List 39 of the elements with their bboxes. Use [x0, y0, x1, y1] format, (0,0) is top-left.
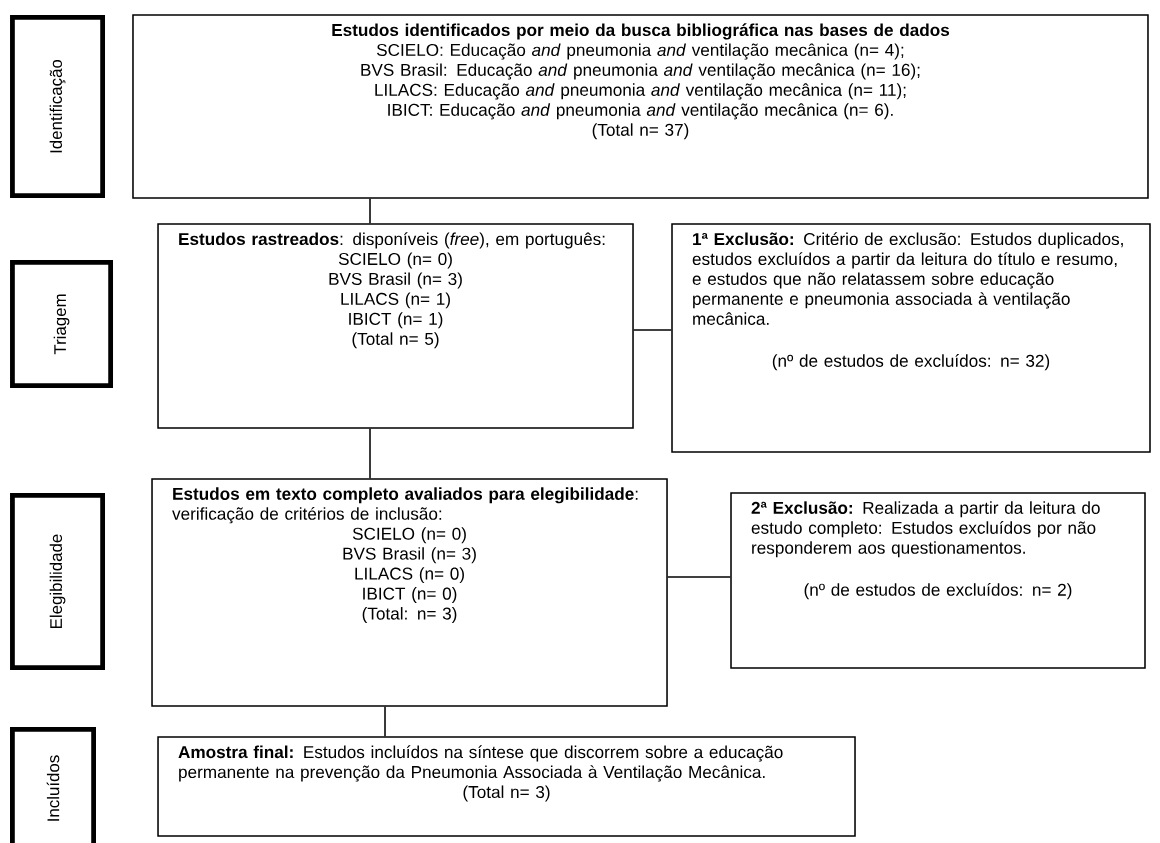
count-text: (Total n= 5) [352, 332, 439, 349]
count-text: IBICT (n= 0) [363, 587, 457, 604]
count-text: (Total n= 3) [463, 785, 550, 802]
stage-box: Elegibilidade [10, 493, 105, 670]
body-text: Estudos em texto completo avaliados para elegibilidade: verificação de critérios de inclusão: [172, 487, 638, 524]
connector-line [369, 428, 371, 479]
body-text: 2ª Exclusão: Realizada a partir da leitura do estudo completo: Estudos excluídos por não responderem aos questionamentos. [751, 501, 1100, 558]
count-text: LILACS: Educação and pneumonia and ventilação mecânica (n= 11); [375, 83, 906, 100]
stage-box: Identificação [10, 15, 105, 198]
flow-box [730, 492, 1146, 669]
count-text: (Total n= 37) [592, 123, 689, 140]
flow-box [151, 478, 668, 707]
stage-box: Triagem [10, 260, 113, 388]
count-text: BVS Brasil (n= 3) [343, 547, 476, 564]
connector-line [667, 576, 731, 578]
count-text: (nº de estudos de excluídos: n= 32) [772, 354, 1050, 371]
connector-line [384, 705, 386, 737]
flow-box [671, 223, 1151, 453]
connector-line [369, 198, 371, 224]
count-text: (nº de estudos de excluídos: n= 2) [804, 583, 1072, 600]
flow-box [157, 736, 856, 837]
flow-box [132, 14, 1149, 199]
count-text: (Total: n= 3) [362, 607, 457, 624]
count-text: IBICT: Educação and pneumonia and ventilação mecânica (n= 6). [388, 103, 893, 120]
body-text: Amostra final: Estudos incluídos na síntese que discorrem sobre a educação permanente na prevenção da Pneumonia Associada à Ventilação Mecânica. [178, 745, 783, 782]
body-text: Estudos rastreados: disponíveis (free), em português: [179, 232, 605, 249]
heading-text: Estudos identificados por meio da busca bibliográfica nas bases de dados [332, 23, 950, 40]
count-text: SCIELO (n= 0) [338, 252, 452, 269]
flow-box [157, 223, 634, 429]
count-text: SCIELO (n= 0) [352, 527, 466, 544]
body-text: 1ª Exclusão: Critério de exclusão: Estudos duplicados, estudos excluídos a partir da leitura do título e resumo, e estudos que não relatassem sobre educação permanente e pneumonia associada à ventilação mecânica. [692, 232, 1123, 325]
count-text: BVS Brasil (n= 3) [329, 272, 462, 289]
count-text: SCIELO: Educação and pneumonia and ventilação mecânica (n= 4); [376, 43, 904, 60]
count-text: IBICT (n= 1) [349, 312, 443, 329]
stage-box: Incluídos [10, 727, 96, 843]
count-text: LILACS (n= 0) [355, 567, 464, 584]
count-text: LILACS (n= 1) [341, 292, 450, 309]
count-text: BVS Brasil: Educação and pneumonia and ventilação mecânica (n= 16); [361, 63, 920, 80]
connector-line [633, 329, 672, 331]
